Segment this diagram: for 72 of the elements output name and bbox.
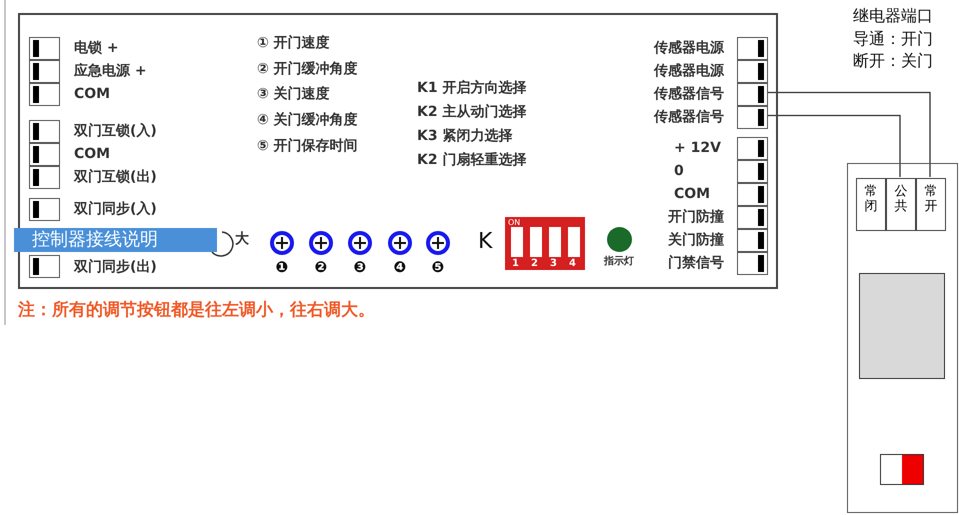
adjust-screw	[309, 231, 333, 255]
terminal-label: 传感器电源	[654, 63, 724, 79]
terminal-slot	[737, 206, 768, 229]
setting-label: ② 开门缓冲角度	[257, 61, 358, 77]
relay-body	[859, 273, 945, 379]
terminal-slot	[737, 60, 768, 83]
relay-terminal: 公共	[886, 178, 916, 231]
adjust-screw	[426, 231, 450, 255]
wire	[768, 92, 931, 177]
adjust-screw	[388, 231, 412, 255]
terminal-slot	[29, 255, 60, 278]
wire	[768, 114, 901, 177]
relay-terminal: 常闭	[856, 178, 886, 231]
terminal-label: 开门防撞	[668, 209, 724, 225]
terminal-label: COM	[674, 186, 710, 202]
terminal-slot	[737, 83, 768, 106]
relay-caption: 断开：关门	[853, 51, 933, 71]
terminal-label: 双门互锁(入)	[74, 123, 157, 139]
setting-label: ⑤ 开门保存时间	[257, 138, 358, 154]
terminal-label: 电锁 +	[74, 40, 119, 56]
terminal-slot	[29, 166, 60, 189]
terminal-slot	[737, 37, 768, 60]
setting-label: K1 开启方向选择	[417, 80, 526, 96]
terminal-slot	[737, 229, 768, 252]
terminal-label: 传感器信号	[654, 86, 724, 102]
knob-label: 大	[235, 231, 249, 247]
terminal-slot	[737, 137, 768, 160]
terminal-slot	[29, 60, 60, 83]
terminal-label: COM	[74, 86, 110, 102]
terminal-label: 门禁信号	[668, 255, 724, 271]
screw-number: ❺	[432, 259, 444, 275]
relay-caption: 继电器端口	[853, 6, 933, 26]
terminal-label: 0	[674, 163, 684, 179]
terminal-slot	[737, 106, 768, 129]
light-label: 指示灯	[604, 254, 634, 269]
dip-switch: ON 1 2 3 4	[505, 217, 585, 270]
terminal-label: 关门防撞	[668, 232, 724, 248]
screw-number: ❸	[354, 259, 366, 275]
setting-label: ④ 关门缓冲角度	[257, 112, 358, 128]
setting-label: K2 主从动门选择	[417, 104, 526, 120]
adjust-screw	[348, 231, 372, 255]
setting-label: ③ 关门速度	[257, 86, 330, 102]
setting-label: ① 开门速度	[257, 35, 330, 51]
setting-label: K3 紧闭力选择	[417, 128, 512, 144]
screw-number: ❷	[314, 259, 328, 275]
terminal-label: 双门互锁(出)	[74, 169, 157, 185]
relay-switch	[880, 454, 924, 485]
terminal-slot	[29, 198, 60, 221]
indicator-light	[607, 227, 632, 252]
terminal-slot	[29, 143, 60, 166]
terminal-slot	[29, 83, 60, 106]
adjust-screw	[270, 231, 294, 255]
relay-terminal: 常开	[916, 178, 946, 231]
screw-number: ❹	[394, 259, 406, 275]
terminal-slot	[737, 183, 768, 206]
terminal-label: + 12V	[674, 140, 721, 156]
terminal-label: 双门同步(出)	[74, 259, 157, 275]
terminal-label: 传感器电源	[654, 40, 724, 56]
terminal-label: 应急电源 +	[74, 63, 147, 79]
switch-letter: K	[478, 229, 492, 255]
note-text: 注：所有的调节按钮都是往左调小，往右调大。	[18, 300, 375, 320]
terminal-label: 双门同步(入)	[74, 201, 157, 217]
terminal-slot	[737, 160, 768, 183]
setting-label: K2 门扇轻重选择	[417, 152, 526, 168]
terminal-slot	[737, 252, 768, 275]
terminal-slot	[29, 37, 60, 60]
screw-number: ❶	[276, 259, 288, 275]
terminal-label: 传感器信号	[654, 109, 724, 125]
terminal-label: COM	[74, 146, 110, 162]
relay-module	[847, 163, 958, 513]
terminal-slot	[29, 120, 60, 143]
relay-caption: 导通：开门	[853, 29, 933, 49]
